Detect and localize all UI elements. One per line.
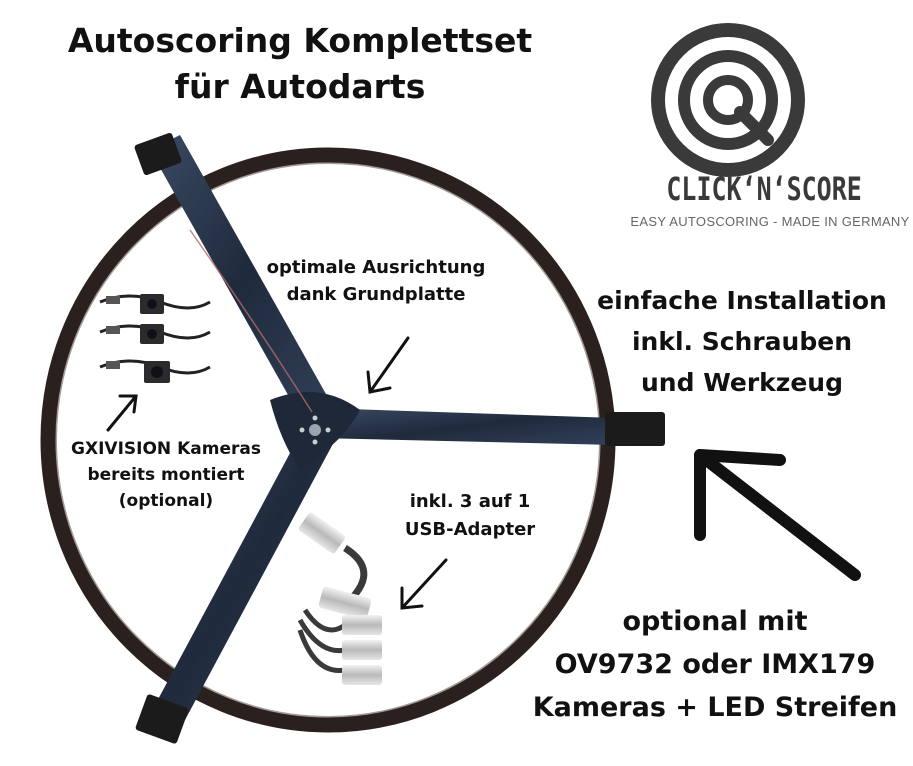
callout-cameras-line: bereits montiert — [87, 465, 245, 485]
callout-installation-line: einfache Installation — [597, 286, 887, 315]
page-title: Autoscoring Komplettset für Autodarts — [20, 18, 580, 110]
callout-installation: einfache Installation inkl. Schrauben un… — [592, 280, 892, 403]
camera-modules — [99, 294, 211, 383]
arrow-usb-icon — [400, 558, 448, 610]
callout-cameras-line: GXIVISION Kameras — [71, 439, 261, 459]
callout-usb-line: inkl. 3 auf 1 — [409, 491, 531, 512]
callout-cameras-line: (optional) — [118, 491, 214, 511]
logo-wordmark: CLICK‘N‘SCORE — [666, 170, 862, 208]
magnifier-target-icon — [651, 23, 805, 177]
callout-installation-line: und Werkzeug — [641, 368, 843, 397]
usb-adapter — [297, 512, 382, 685]
callout-usb-line: USB-Adapter — [404, 519, 536, 540]
callout-alignment: optimale Ausrichtung dank Grundplatte — [236, 254, 516, 308]
mounting-arms — [134, 132, 665, 744]
callout-optional-line: OV9732 oder IMX179 — [554, 649, 876, 680]
arrow-install-icon — [694, 449, 861, 581]
callout-optional-line: optional mit — [622, 606, 808, 637]
callout-installation-line: inkl. Schrauben — [631, 327, 853, 356]
arrow-cameras-icon — [106, 394, 138, 432]
callout-optional: optional mit OV9732 oder IMX179 Kameras … — [520, 600, 910, 729]
callout-cameras: GXIVISION Kameras bereits montiert (opti… — [36, 436, 296, 514]
logo-tagline: EASY AUTOSCORING - MADE IN GERMANY — [630, 214, 910, 229]
arrow-align-icon — [366, 336, 410, 394]
callout-alignment-line: optimale Ausrichtung — [266, 257, 486, 278]
title-line-2: für Autodarts — [174, 67, 426, 106]
callout-usb: inkl. 3 auf 1 USB-Adapter — [370, 488, 570, 544]
callout-optional-line: Kameras + LED Streifen — [532, 692, 898, 723]
callout-alignment-line: dank Grundplatte — [286, 284, 466, 305]
title-line-1: Autoscoring Komplettset — [67, 21, 533, 60]
